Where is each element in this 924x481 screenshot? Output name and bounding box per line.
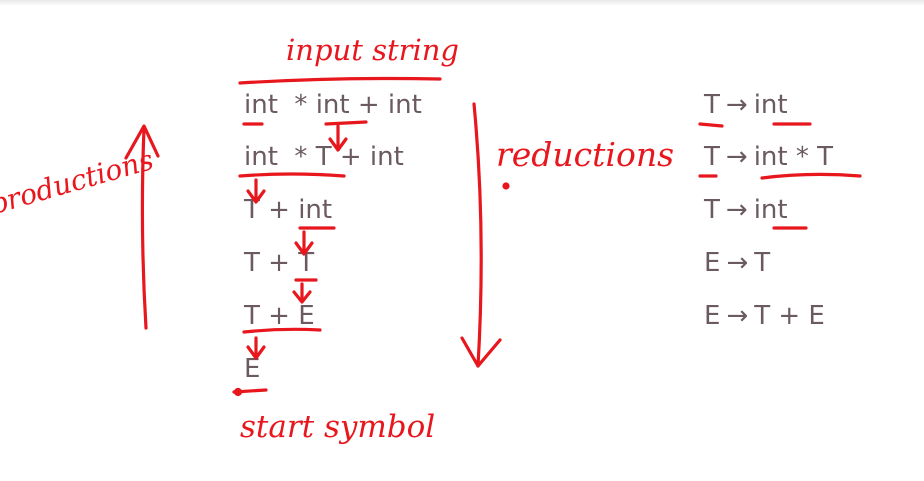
productions-arrow-head [124,124,160,160]
handle-token: int [298,195,333,225]
derivation-step-2: int * T + int [244,144,404,170]
grammar-rule-2: T→int * T [704,144,833,170]
derivation-step-1: int * int + int [244,92,422,118]
rule-rhs: int [753,195,788,225]
right-arrow-icon: → [726,301,749,331]
grammar-rule-4: E→T [704,250,770,276]
rule1-lhs-underline [698,122,724,128]
right-arrow-icon: → [725,195,748,225]
down-arrow-4 [292,282,312,304]
underline-row-2 [238,172,346,178]
grammar-rule-5: E→T + E [704,303,825,329]
rule-lhs: E [704,301,721,331]
stray-dot [502,182,510,190]
handle-token: E [244,354,261,384]
underline-row-5 [242,327,322,334]
right-arrow-icon: → [725,90,748,120]
down-arrow-5 [246,336,266,360]
handle-token: T + E [244,301,315,331]
productions-arrow-shaft [140,126,148,330]
handle-token: T [298,248,315,278]
rule-lhs: T [704,142,720,172]
token: + int [349,90,422,120]
rule-lhs: T [704,90,720,120]
down-arrow-2 [246,178,266,204]
rule-rhs: T [754,248,771,278]
grammar-rule-3: T→int [704,197,788,223]
rule-rhs: T + E [754,301,825,331]
underline-int-2 [324,120,368,126]
grammar-rule-1: T→int [704,92,788,118]
start-symbol-label: start symbol [240,409,436,445]
window-top-edge [0,0,924,6]
right-arrow-icon: → [726,248,749,278]
handle-token: int [315,90,350,120]
input-string-underline [238,76,442,85]
handle-token: int [244,90,278,120]
reductions-label: reductions [496,135,675,174]
token: T + [244,248,299,278]
ink-dot [233,387,243,397]
rule-rhs: int [753,90,788,120]
rule2-rhs-underline [760,172,862,180]
derivation-step-5: T + E [244,303,315,329]
input-string-label: input string [286,33,459,67]
token: + int [331,142,404,172]
token: * [277,90,316,120]
right-arrow-icon: → [725,142,748,172]
reductions-arrow-shaft [472,102,483,368]
rule-rhs: int * T [753,142,833,172]
down-arrow-1 [328,124,348,152]
derivation-step-6: E [244,356,260,382]
rule-lhs: E [704,248,721,278]
reductions-arrow-head [460,336,502,368]
handle-token: int * T [244,142,332,172]
down-arrow-3 [294,230,314,256]
derivation-step-4: T + T [244,250,314,276]
rule-lhs: T [704,195,720,225]
